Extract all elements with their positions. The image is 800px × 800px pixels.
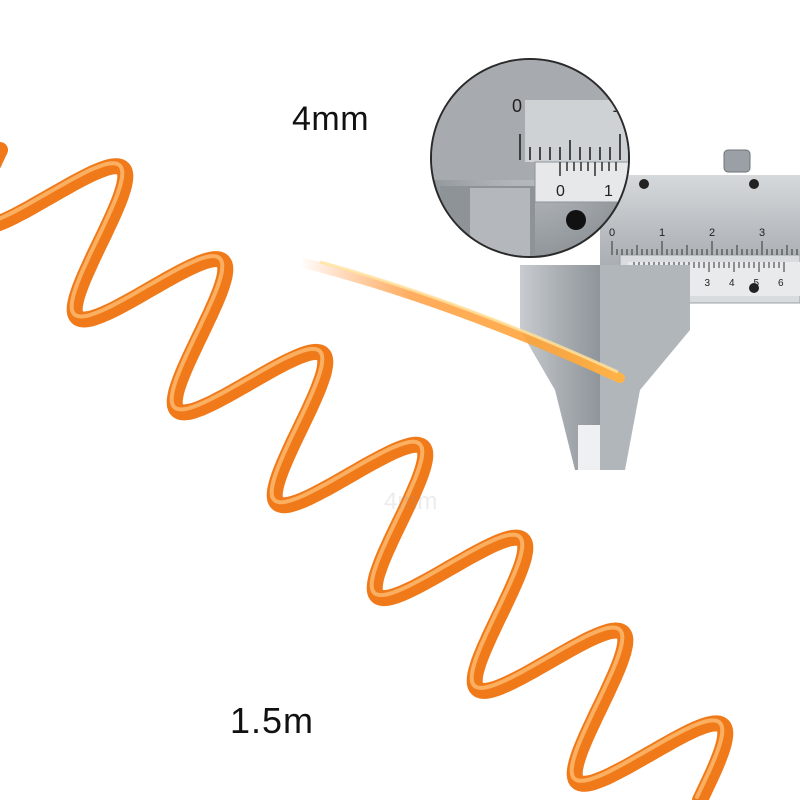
length-label: 1.5m: [230, 700, 315, 741]
loupe-vernier-number: 0: [556, 183, 565, 200]
loupe-vernier-number: 1: [604, 183, 613, 200]
screw-dot: [639, 179, 649, 189]
main-scale: 0 1 2 3: [609, 227, 798, 255]
wire-glow: [319, 260, 619, 374]
vernier-number: 4: [729, 278, 735, 289]
main-scale-number: 1: [659, 227, 665, 239]
vernier-number: 3: [705, 278, 711, 289]
main-scale-number: 0: [609, 227, 615, 239]
screw-dot: [566, 210, 586, 230]
screw-dot: [749, 283, 759, 293]
diameter-label: 4mm: [292, 100, 370, 138]
main-scale-number: 3: [759, 227, 765, 239]
main-scale-number: 2: [709, 227, 715, 239]
measured-wire: [295, 257, 625, 383]
jaw-tip: [578, 425, 600, 470]
vernier-number: 5: [754, 278, 760, 289]
loupe-number: 0: [512, 96, 522, 116]
coiled-lanyard: [0, 142, 734, 800]
coil-highlight: [0, 161, 725, 799]
screw-dot: [749, 179, 759, 189]
caliper-fixed-jaw: [520, 265, 600, 470]
thumb-screw: [723, 149, 751, 173]
caliper-sliding-jaw: [600, 265, 690, 470]
watermark-text: 4mm: [384, 488, 438, 515]
vernier-number: 6: [778, 278, 784, 289]
